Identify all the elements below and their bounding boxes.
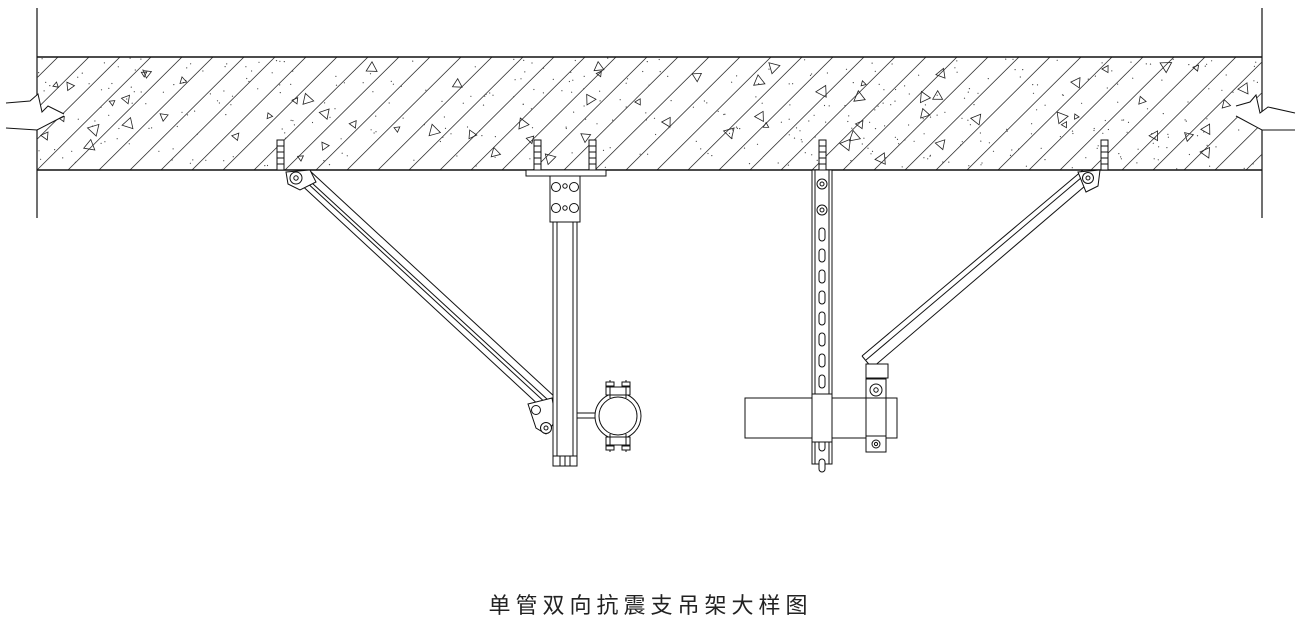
- walls: [36, 8, 1263, 218]
- left-vertical-channel: [525, 169, 607, 467]
- anchor-bolt-2: [533, 139, 542, 171]
- pipe-inner: [598, 396, 638, 436]
- right-pipe-side-view: [744, 393, 898, 453]
- right-diagonal-brace: [861, 169, 1101, 400]
- anchor-bolt-1: [276, 139, 285, 171]
- concrete-slab: [37, 56, 1262, 171]
- clamp-block: [865, 397, 887, 439]
- drawing-caption: 单管双向抗震支吊架大样图: [488, 594, 813, 619]
- anchor-bolt-4: [818, 139, 827, 171]
- anchor-bolt-5: [1100, 139, 1109, 171]
- break-line-right: [1235, 93, 1296, 131]
- anchor-bolt-3: [588, 139, 597, 171]
- left-diagonal-brace: [285, 169, 557, 435]
- break-line-left: [5, 93, 66, 131]
- base-plate: [525, 169, 607, 177]
- left-pipe-clamp: [577, 380, 642, 452]
- right-vertical-channel: [811, 169, 833, 473]
- brace-bottom-hinge-1: [531, 405, 541, 415]
